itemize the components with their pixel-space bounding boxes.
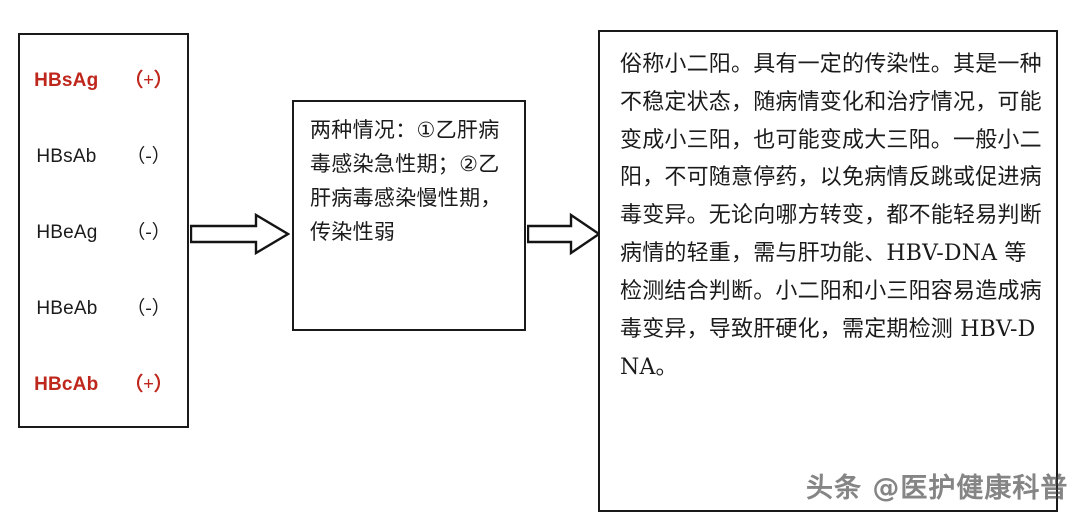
arrow-condition-to-explanation-icon bbox=[526, 212, 602, 261]
hbv-marker-panel: HBsAg （+） HBsAb （-） HBeAg （-） HBeAb （-） … bbox=[18, 33, 189, 428]
marker-result: （-） bbox=[126, 146, 171, 168]
marker-result: （-） bbox=[126, 297, 171, 319]
marker-row: HBsAg （+） bbox=[20, 65, 187, 92]
marker-label: HBsAb bbox=[36, 146, 97, 168]
marker-row: HBcAb （+） bbox=[20, 369, 187, 396]
marker-result: （-） bbox=[126, 221, 171, 243]
marker-result: （+） bbox=[124, 70, 173, 92]
marker-result: （+） bbox=[124, 373, 173, 395]
marker-label: HBsAg bbox=[34, 70, 99, 92]
arrow-panel-to-condition-icon bbox=[189, 212, 291, 261]
watermark: 头条 @医护健康科普 bbox=[806, 473, 1069, 504]
marker-label: HBcAb bbox=[34, 373, 99, 395]
explanation-box: 俗称小二阳。具有一定的传染性。其是一种不稳定状态，随病情变化和治疗情况，可能变成… bbox=[598, 30, 1058, 512]
marker-row: HBeAg （-） bbox=[20, 217, 187, 244]
marker-label: HBeAg bbox=[36, 221, 98, 243]
marker-row: HBsAb （-） bbox=[20, 141, 187, 168]
marker-label: HBeAb bbox=[36, 297, 98, 319]
condition-text: 两种情况：①乙肝病毒感染急性期；②乙肝病毒感染慢性期，传染性弱 bbox=[310, 118, 502, 245]
marker-row: HBeAb （-） bbox=[20, 293, 187, 320]
explanation-text: 俗称小二阳。具有一定的传染性。其是一种不稳定状态，随病情变化和治疗情况，可能变成… bbox=[620, 52, 1042, 380]
condition-box: 两种情况：①乙肝病毒感染急性期；②乙肝病毒感染慢性期，传染性弱 bbox=[292, 100, 526, 331]
